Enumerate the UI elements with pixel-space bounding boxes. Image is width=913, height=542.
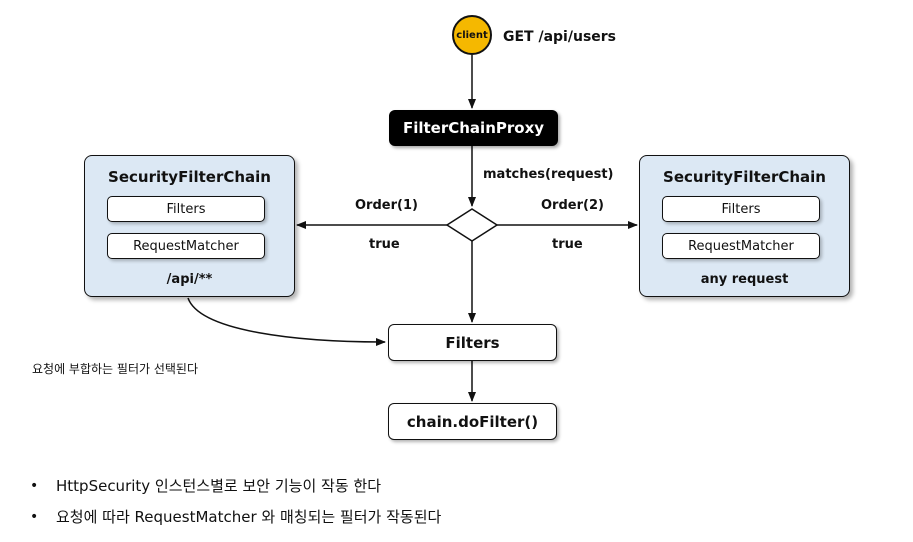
security-filter-chain-right: SecurityFilterChain Filters RequestMatch… (639, 155, 850, 297)
chain-dofilter-label: chain.doFilter() (406, 412, 539, 431)
order-2-label: Order(2) (541, 198, 604, 213)
client-node: client (452, 15, 492, 55)
chain-title: SecurityFilterChain (108, 168, 271, 186)
left-true-label: true (369, 237, 400, 252)
bullet-text: HttpSecurity 인스턴스별로 보안 기능이 작동 한다 (56, 477, 382, 495)
selected-filters-box: Filters (388, 324, 557, 361)
selected-filters-label: Filters (445, 333, 500, 352)
chain-pattern: /api/** (166, 272, 213, 287)
matches-label: matches(request) (483, 167, 614, 182)
chain-title: SecurityFilterChain (663, 168, 826, 186)
right-true-label: true (552, 237, 583, 252)
client-label: client (456, 29, 488, 41)
request-matcher-box: RequestMatcher (107, 233, 265, 259)
bullet-dot-icon: • (30, 508, 39, 525)
security-filter-chain-left: SecurityFilterChain Filters RequestMatch… (84, 155, 295, 297)
request-matcher-label: RequestMatcher (133, 238, 239, 254)
chain-filters-label: Filters (166, 201, 206, 217)
bullet-text: 요청에 따라 RequestMatcher 와 매칭되는 필터가 작동된다 (56, 508, 442, 526)
request-matcher-box: RequestMatcher (662, 233, 820, 259)
bullet-list: • HttpSecurity 인스턴스별로 보안 기능이 작동 한다 • 요청에… (30, 470, 441, 532)
chain-filters-box: Filters (662, 196, 820, 222)
request-matcher-label: RequestMatcher (688, 238, 794, 254)
chain-dofilter-box: chain.doFilter() (388, 403, 557, 440)
arrow-left-chain-to-filters (187, 297, 386, 346)
filter-chain-proxy: FilterChainProxy (389, 110, 558, 146)
selection-note: 요청에 부합하는 필터가 선택된다 (32, 362, 199, 376)
request-label: GET /api/users (503, 29, 617, 45)
bullet-item: • HttpSecurity 인스턴스별로 보안 기능이 작동 한다 (30, 470, 441, 501)
chain-filters-label: Filters (721, 201, 761, 217)
bullet-dot-icon: • (30, 477, 39, 494)
bullet-item: • 요청에 따라 RequestMatcher 와 매칭되는 필터가 작동된다 (30, 501, 441, 532)
chain-filters-box: Filters (107, 196, 265, 222)
decision-diamond (445, 208, 499, 242)
chain-pattern: any request (700, 272, 789, 287)
order-1-label: Order(1) (355, 198, 418, 213)
filter-chain-proxy-label: FilterChainProxy (402, 119, 545, 137)
